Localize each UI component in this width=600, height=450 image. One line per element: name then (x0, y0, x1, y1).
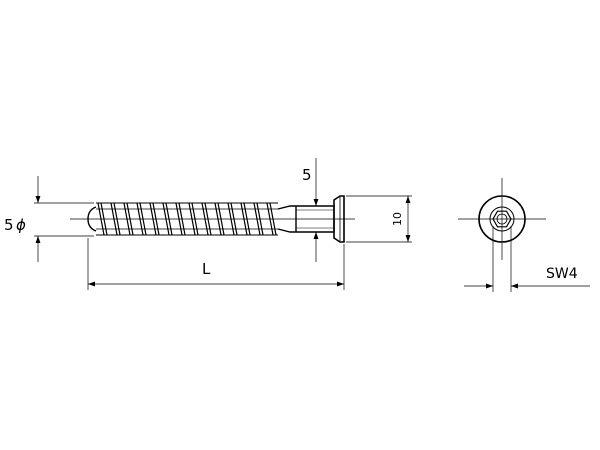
thread-flank (253, 202, 264, 236)
thread-flank (175, 202, 186, 236)
socket-center-circle (496, 213, 508, 225)
head-outer-circle (478, 195, 526, 243)
head-height-label: 10 (391, 212, 404, 226)
dimension-head-height: 10 (346, 195, 412, 243)
thread-flank (188, 202, 199, 236)
length-label: L (202, 260, 211, 278)
dimension-thread-diameter: 5 ϕ (4, 176, 94, 262)
thread-flank (162, 202, 173, 236)
thread-diameter-label: 5 (4, 216, 14, 234)
dimension-neck-length: 5 (302, 158, 319, 262)
thread-flanks (97, 202, 277, 236)
thread-flank (266, 202, 277, 236)
screw-side-view (70, 195, 355, 243)
head-inner-circle (489, 206, 515, 232)
hex-socket-icon (492, 210, 512, 228)
thread-tip (87, 206, 97, 232)
thread-flank (97, 202, 108, 236)
thread-flank (227, 202, 238, 236)
thread-flank (136, 202, 147, 236)
thread-flank (149, 202, 160, 236)
thread-flank (214, 202, 225, 236)
diameter-symbol: ϕ (16, 216, 26, 234)
neck-transition (277, 205, 296, 233)
screw-end-view (458, 178, 546, 260)
neck-length-label: 5 (302, 166, 312, 184)
dimension-length: L (87, 238, 345, 290)
dimension-socket-size: SW4 (464, 226, 590, 292)
thread-flank (123, 202, 134, 236)
thread-flank (110, 202, 121, 236)
thread-flank (240, 202, 251, 236)
thread-flank (201, 202, 212, 236)
socket-size-label: SW4 (546, 266, 578, 282)
